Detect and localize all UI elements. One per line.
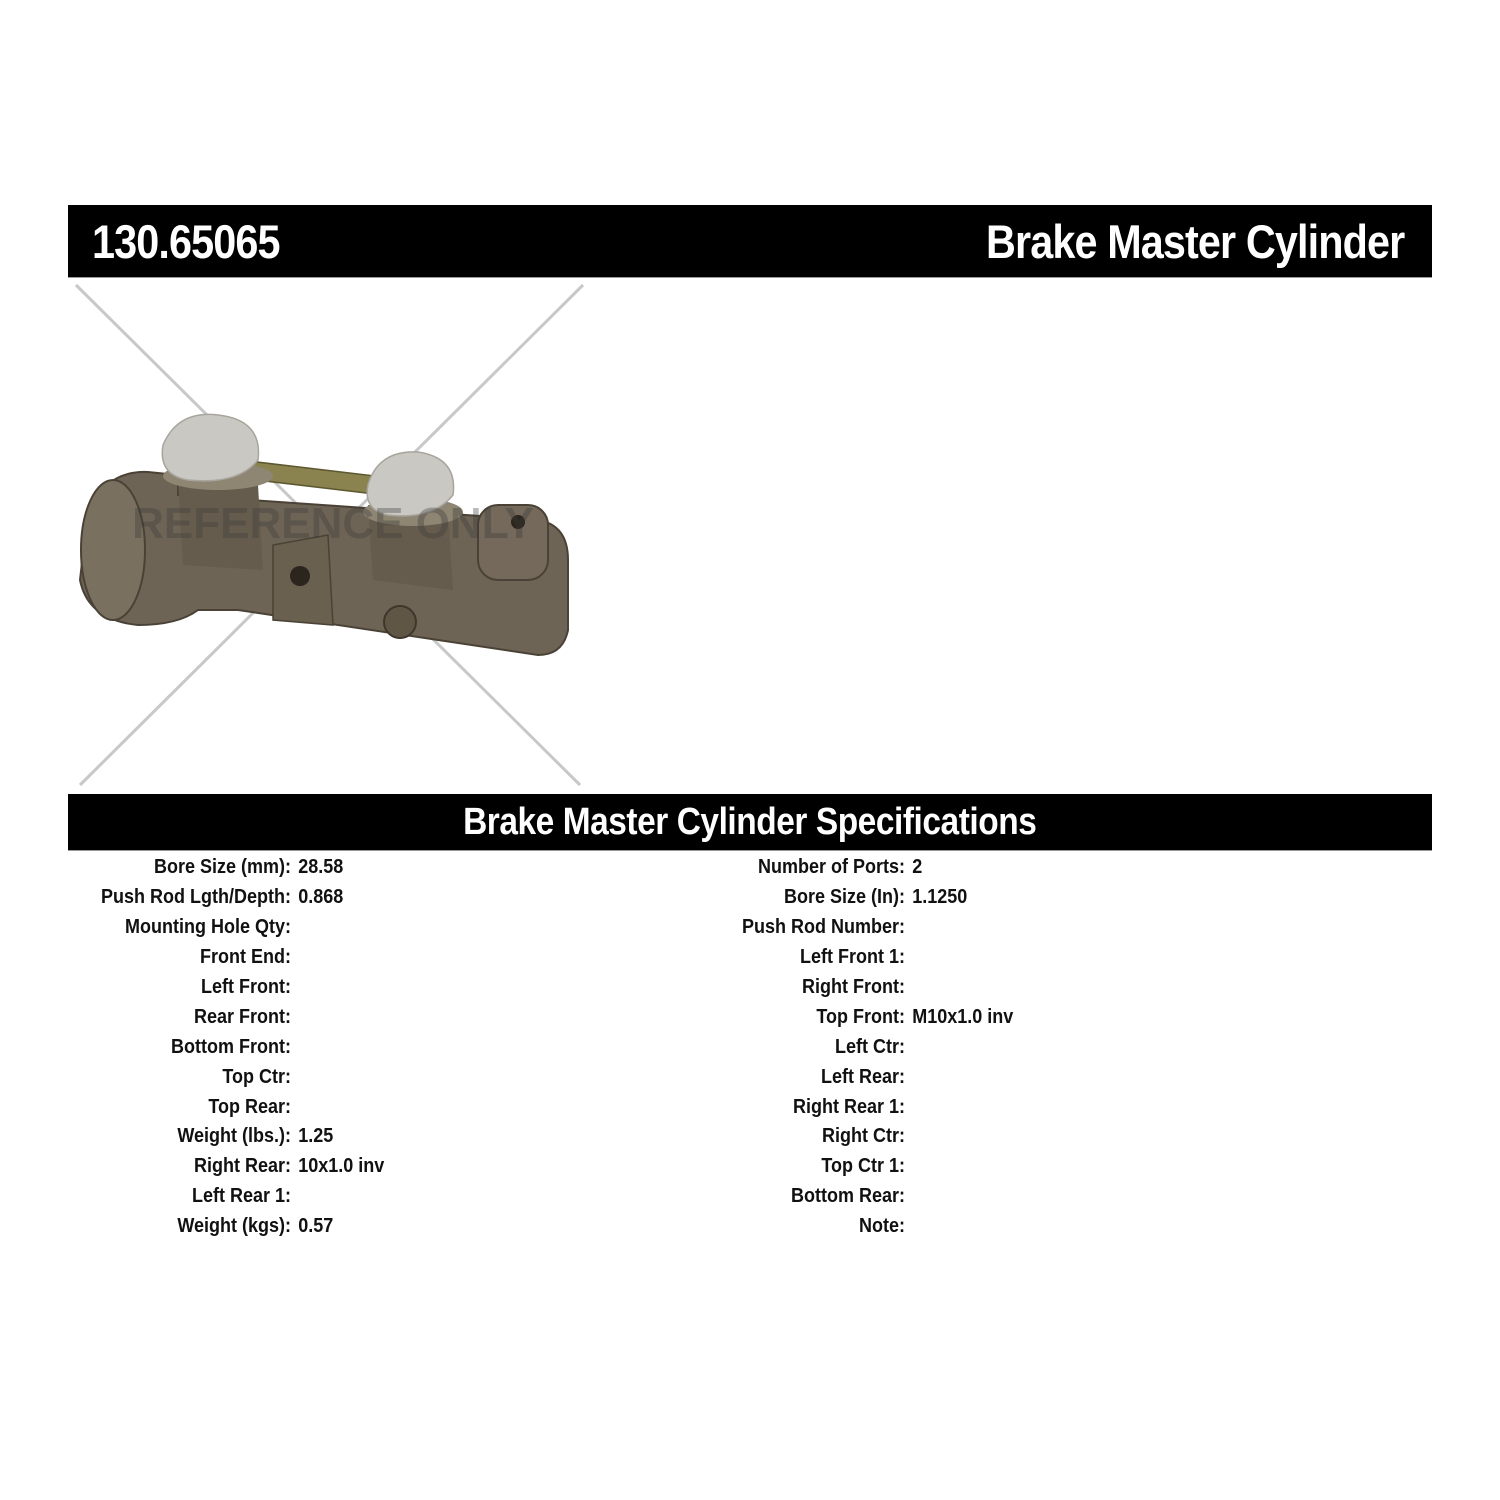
spec-row: Push Rod Number: — [680, 913, 1280, 943]
spec-row: Top Ctr: — [68, 1062, 668, 1092]
spec-label: Top Ctr: — [222, 1065, 291, 1088]
spec-value: 0.57 — [298, 1215, 334, 1238]
spec-row: Rear Front: — [68, 1002, 668, 1032]
spec-row: Left Rear 1: — [68, 1182, 668, 1212]
stop-bolt — [383, 605, 417, 639]
spec-label: Left Ctr: — [835, 1035, 905, 1058]
spec-row: Front End: — [68, 943, 668, 973]
spec-row: Weight (lbs.): 1.25 — [68, 1122, 668, 1152]
spec-row: Bottom Front: — [68, 1032, 668, 1062]
product-image: REFERENCE ONLY — [68, 280, 598, 790]
spec-label: Bottom Rear: — [790, 1185, 905, 1208]
spec-label: Left Rear 1: — [191, 1185, 291, 1208]
spec-row: Mounting Hole Qty: — [68, 913, 668, 943]
brake-master-cylinder-illustration: REFERENCE ONLY — [74, 283, 585, 787]
spec-row: Left Front 1: — [680, 943, 1280, 973]
spec-row: Right Front: — [680, 973, 1280, 1003]
spec-label: Left Rear: — [820, 1065, 905, 1088]
spec-label: Push Rod Lgth/Depth: — [101, 886, 291, 909]
reservoir-boss-rear — [368, 505, 453, 590]
spec-label: Right Front: — [802, 976, 905, 998]
spec-label: Weight (lbs.): — [177, 1125, 291, 1148]
spec-value: 1.1250 — [912, 886, 968, 909]
spec-label: Left Front: — [201, 976, 291, 998]
spec-row: Top Front: M10x1.0 inv — [680, 1002, 1280, 1032]
spec-value: 2 — [912, 856, 923, 879]
reservoir-boss-front — [178, 480, 263, 570]
spec-row: Right Ctr: — [680, 1122, 1280, 1152]
spec-row: Right Rear: 10x1.0 inv — [68, 1152, 668, 1182]
spec-row: Number of Ports: 2 — [680, 853, 1280, 883]
spec-label: Top Ctr 1: — [821, 1155, 905, 1178]
spec-label: Top Front: — [816, 1005, 905, 1028]
spec-row: Top Rear: — [68, 1092, 668, 1122]
specifications-header: Brake Master Cylinder Specifications — [68, 794, 1432, 851]
spec-value: 0.868 — [298, 886, 344, 909]
part-number: 130.65065 — [92, 214, 280, 268]
spec-label: Top Rear: — [208, 1095, 291, 1118]
spec-row: Left Ctr: — [680, 1032, 1280, 1062]
spec-row: Bottom Rear: — [680, 1182, 1280, 1212]
spec-row: Bore Size (In): 1.1250 — [680, 883, 1280, 913]
spec-column-right: Number of Ports:2 Bore Size (In):1.1250 … — [680, 853, 1280, 1242]
spec-row: Bore Size (mm): 28.58 — [68, 853, 668, 883]
spec-row: Note: — [680, 1212, 1280, 1242]
spec-label: Mounting Hole Qty: — [125, 916, 291, 939]
title-bar: 130.65065 Brake Master Cylinder — [68, 205, 1432, 278]
spec-label: Bore Size (mm): — [153, 856, 291, 879]
spec-label: Right Rear: — [193, 1155, 291, 1178]
spec-row: Left Rear: — [680, 1062, 1280, 1092]
spec-column-left: Bore Size (mm): 28.58 Push Rod Lgth/Depth… — [68, 853, 668, 1242]
product-name: Brake Master Cylinder — [985, 214, 1405, 268]
port-boss — [477, 504, 549, 581]
spec-value: 1.25 — [298, 1125, 334, 1148]
spec-label: Right Rear 1: — [792, 1095, 905, 1118]
watermark-text: REFERENCE ONLY — [132, 499, 534, 548]
reservoir-cap-front — [161, 413, 273, 490]
mounting-hole — [290, 566, 310, 586]
spec-label: Push Rod Number: — [741, 916, 905, 939]
spec-row: Weight (kgs): 0.57 — [68, 1212, 668, 1242]
reservoir-cap-rear — [363, 451, 463, 526]
spec-row: Top Ctr 1: — [680, 1152, 1280, 1182]
spec-label: Weight (kgs): — [177, 1215, 291, 1238]
spec-label: Note: — [859, 1215, 905, 1238]
spec-label: Rear Front: — [193, 1005, 291, 1028]
spec-row: Left Front: — [68, 973, 668, 1003]
spec-value: 28.58 — [298, 856, 344, 879]
spec-value: 10x1.0 inv — [298, 1155, 385, 1178]
spec-value: M10x1.0 inv — [912, 1005, 1014, 1028]
front-flange — [80, 479, 146, 621]
spec-row: Push Rod Lgth/Depth: 0.868 — [68, 883, 668, 913]
spec-row: Right Rear 1: — [680, 1092, 1280, 1122]
spec-label: Bore Size (In): — [783, 886, 905, 909]
port-hole — [511, 515, 525, 529]
spec-label: Bottom Front: — [171, 1035, 291, 1058]
spec-label: Right Ctr: — [822, 1125, 905, 1148]
spec-label: Front End: — [200, 946, 291, 969]
specifications-title: Brake Master Cylinder Specifications — [463, 800, 1037, 843]
spec-label: Number of Ports: — [757, 856, 905, 879]
spec-label: Left Front 1: — [800, 946, 905, 969]
